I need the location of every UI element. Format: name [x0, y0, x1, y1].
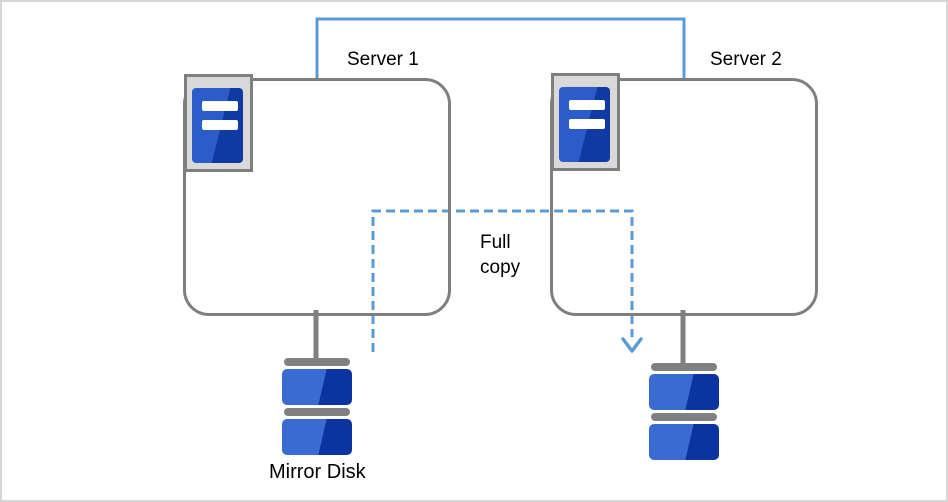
server1-icon [184, 74, 253, 172]
server1-box [183, 78, 451, 316]
disk-platter [649, 374, 719, 410]
disk-cap [284, 408, 350, 416]
full-copy-dashed-path [371, 209, 634, 352]
full-copy-arrowhead-icon [621, 337, 643, 353]
server2-box [550, 78, 818, 316]
mirror-disk-label: Mirror Disk [269, 461, 366, 483]
server-chassis-icon [192, 88, 243, 163]
server-chassis-icon [559, 87, 610, 162]
server-slot-icon [569, 100, 605, 110]
server-slot-icon [202, 101, 238, 111]
disk-cap [651, 413, 717, 421]
full-copy-label: Full copy [480, 232, 521, 278]
server-slot-icon [202, 120, 238, 130]
server2-label: Server 2 [710, 49, 782, 70]
disk-cap [651, 363, 717, 371]
interconnect-line [315, 17, 686, 79]
disk-platter [649, 424, 719, 460]
disk-platter [282, 419, 352, 455]
server1-label: Server 1 [347, 49, 419, 70]
server-slot-icon [569, 119, 605, 129]
disk-platter [282, 369, 352, 405]
server1-mirror-disk-icon [282, 358, 352, 458]
disk-cap [284, 358, 350, 366]
server2-mirror-disk-icon [649, 363, 719, 463]
server2-icon [551, 73, 620, 171]
